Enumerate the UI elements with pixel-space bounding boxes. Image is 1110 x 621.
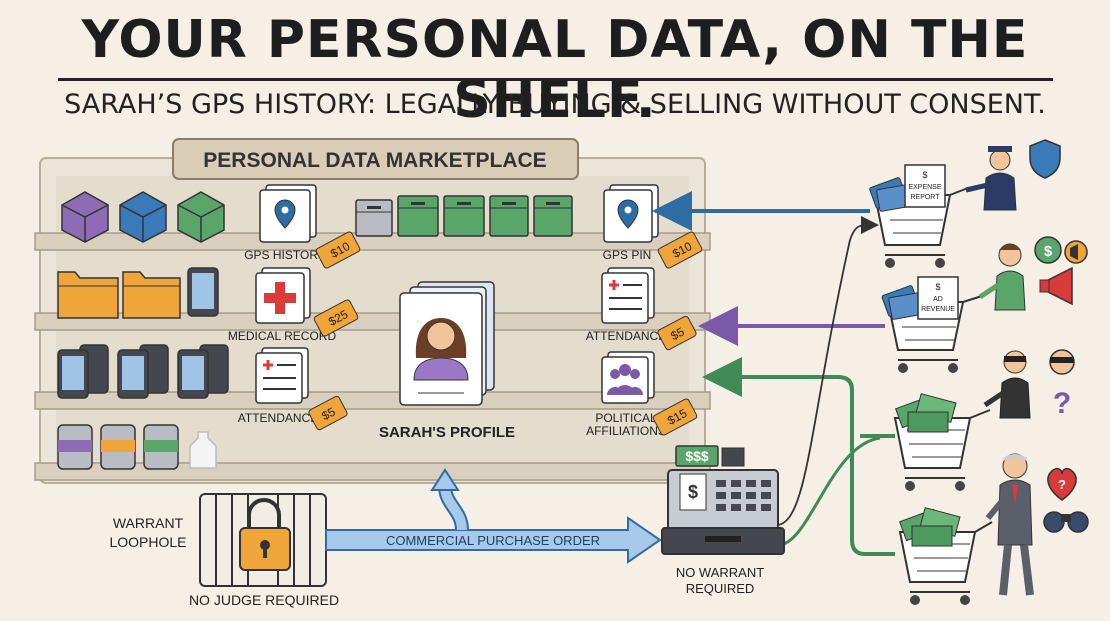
cash-stack-icon (899, 507, 961, 547)
warrant-label-line1: WARRANT (113, 515, 184, 531)
page-subtitle: SARAH’S GPS HISTORY: LEGALLY BUYING & SE… (64, 89, 1046, 120)
svg-text:AD: AD (933, 296, 943, 303)
masked-person-avatar (983, 350, 1031, 419)
no-warrant-line2: REQUIRED (686, 581, 755, 596)
no-warrant-line1: NO WARRANT (676, 565, 764, 580)
political-affiliations-card (601, 351, 655, 404)
svg-text:$: $ (935, 282, 940, 292)
credit-cards-icon (881, 285, 925, 320)
price-tag-attendance-right: $5 (657, 315, 697, 351)
question-mark-icon: ? (1053, 387, 1071, 420)
attendance-right-label: ATTENDANCE (586, 329, 666, 343)
canister-icon (57, 424, 93, 470)
warrant-label-line2: LOOPHOLE (109, 534, 186, 550)
arrow-register-to-cart (777, 216, 879, 526)
marketer-avatar (978, 243, 1026, 311)
attendance-left-label: ATTENDANCE (238, 411, 318, 425)
medical-cross-icon (264, 282, 296, 314)
svg-text:$: $ (1044, 243, 1053, 260)
smartphone-stack-icon (117, 344, 169, 399)
smartphone-stack-icon (57, 344, 109, 399)
cube-purple-icon (61, 191, 109, 243)
purchase-order-label: COMMERCIAL PURCHASE ORDER (386, 533, 600, 548)
marketplace-sign-text: PERSONAL DATA MARKETPLACE (203, 149, 546, 172)
padlock-icon (239, 498, 291, 571)
attendance-card-left (255, 347, 309, 404)
price-tag-attendance-left: $5 (308, 395, 348, 431)
file-cabinet-green-icon (533, 195, 573, 237)
political-label-line2: AFFILIATIONS (586, 424, 666, 438)
attendance-card-right (601, 267, 655, 324)
file-cabinet-gray-icon (355, 199, 393, 237)
location-pin-icon (274, 199, 296, 229)
cube-green-icon (177, 191, 225, 243)
shield-icon (1029, 139, 1061, 179)
ad-revenue-doc: $ AD REVENUE (917, 276, 959, 320)
smartphone-stack-icon (177, 344, 229, 399)
svg-text:REPORT: REPORT (910, 194, 940, 201)
cash-stack-icon (895, 393, 957, 433)
sarah-profile-label: SARAH'S PROFILE (379, 424, 515, 441)
expense-report-doc: $ EXPENSE REPORT (904, 164, 946, 208)
location-pin-icon (617, 199, 639, 229)
police-officer-avatar (965, 146, 1017, 211)
folder-orange-icon (122, 271, 181, 319)
no-judge-label: NO JUDGE REQUIRED (189, 592, 339, 608)
price-tag-political: $15 (652, 398, 698, 436)
cube-blue-icon (119, 191, 167, 243)
svg-text:?: ? (1058, 477, 1066, 492)
checklist-icon (609, 280, 642, 310)
file-cabinet-green-icon (489, 195, 529, 237)
megaphone-icon (1039, 240, 1088, 306)
medical-record-card (255, 267, 311, 324)
register-receipt: $ (688, 482, 698, 502)
person-avatar-icon (413, 318, 469, 394)
price-tag-medical: $25 (313, 299, 359, 337)
svg-text:REVENUE: REVENUE (921, 306, 955, 313)
purchase-order-arrow (325, 516, 662, 564)
canister-icon (143, 424, 179, 470)
medical-record-label: MEDICAL RECORD (228, 329, 337, 343)
arrow-green-register (777, 436, 881, 547)
cash-register-icon: $$$ $ (661, 445, 785, 555)
gps-pin-label: GPS PIN (603, 248, 652, 262)
political-label-line1: POLITICAL (595, 411, 657, 425)
gps-history-card (259, 184, 317, 243)
checklist-icon (263, 360, 296, 390)
canister-icon (100, 424, 136, 470)
bottle-icon (189, 431, 217, 469)
title-divider (58, 78, 1053, 81)
price-tag-gps-pin: $10 (657, 231, 703, 269)
heart-question-icon: ? (1047, 467, 1077, 501)
register-sign: $$$ (685, 448, 709, 464)
svg-text:$5: $5 (668, 324, 687, 343)
elderly-man-avatar (985, 453, 1034, 596)
marketplace-sign: PERSONAL DATA MARKETPLACE (172, 138, 579, 180)
svg-text:$: $ (922, 170, 927, 180)
group-people-icon (607, 364, 643, 395)
arrow-green (702, 357, 895, 556)
dollar-coin-icon: $ (1034, 236, 1062, 264)
gps-history-label: GPS HISTORY (244, 248, 326, 262)
masked-face-icon (1049, 349, 1075, 375)
smartphone-icon (187, 267, 219, 317)
sarah-profile-card (399, 281, 495, 406)
folder-orange-icon (57, 271, 119, 319)
file-cabinet-green-icon (443, 195, 485, 237)
binoculars-icon (1043, 511, 1089, 533)
svg-text:$5: $5 (319, 404, 338, 423)
gps-pin-card (603, 184, 659, 243)
price-tag-gps-history: $10 (315, 231, 361, 269)
svg-text:EXPENSE: EXPENSE (908, 184, 941, 191)
file-cabinet-green-icon (397, 195, 439, 237)
